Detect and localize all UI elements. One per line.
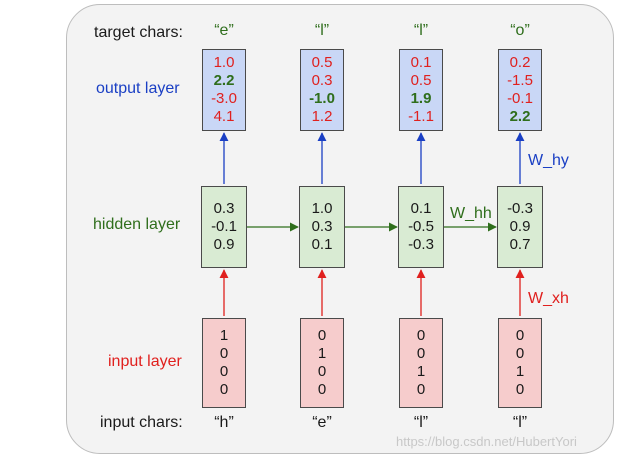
hidden-value: 0.7 [509, 236, 531, 253]
input-char: “l” [413, 414, 429, 431]
hidden-value: 0.1 [311, 236, 333, 253]
input-value: 1 [416, 363, 426, 380]
input-char: “h” [214, 414, 234, 431]
hidden-value: 0.1 [410, 200, 432, 217]
input-value: 0 [219, 381, 229, 398]
target-chars-label: target chars: [94, 24, 183, 41]
input-char: “l” [512, 414, 528, 431]
input-value: 0 [317, 363, 327, 380]
input-value: 1 [515, 363, 525, 380]
hidden-value: 0.3 [311, 218, 333, 235]
output-value: -1.5 [507, 72, 533, 89]
w-hh-label: W_hh [450, 205, 492, 222]
input-value: 1 [317, 345, 327, 362]
input-char: “e” [312, 414, 332, 431]
output-value: 0.2 [509, 54, 531, 71]
hidden-value: -0.3 [507, 200, 533, 217]
output-value: 0.1 [410, 54, 432, 71]
output-value: -3.0 [211, 90, 237, 107]
input-value: 1 [219, 327, 229, 344]
target-char: “l” [314, 22, 330, 39]
hidden-value: -0.5 [408, 218, 434, 235]
input-value: 0 [219, 363, 229, 380]
output-value: 2.2 [213, 72, 235, 89]
hidden-value: -0.3 [408, 236, 434, 253]
target-char: “l” [413, 22, 429, 39]
input-value: 0 [416, 381, 426, 398]
input-chars-label: input chars: [100, 414, 183, 431]
target-char: “o” [510, 22, 530, 39]
hidden-value: 0.9 [509, 218, 531, 235]
output-value: 4.1 [213, 108, 235, 125]
output-value: 0.5 [311, 54, 333, 71]
input-value: 0 [219, 345, 229, 362]
hidden-value: 0.9 [213, 236, 235, 253]
output-value: 1.0 [213, 54, 235, 71]
output-value: -1.0 [309, 90, 335, 107]
watermark: https://blog.csdn.net/HubertYori [396, 434, 577, 449]
hidden-value: 0.3 [213, 200, 235, 217]
input-value: 0 [515, 327, 525, 344]
input-value: 0 [317, 381, 327, 398]
output-value: 0.3 [311, 72, 333, 89]
w-xh-label: W_xh [528, 290, 569, 307]
input-value: 0 [317, 327, 327, 344]
w-hy-label: W_hy [528, 152, 569, 169]
output-value: -1.1 [408, 108, 434, 125]
output-value: 2.2 [509, 108, 531, 125]
hidden-layer-label: hidden layer [93, 216, 181, 233]
output-layer-label: output layer [96, 80, 180, 97]
input-value: 0 [515, 381, 525, 398]
input-layer-label: input layer [108, 353, 182, 370]
input-value: 0 [515, 345, 525, 362]
output-value: 1.2 [311, 108, 333, 125]
input-value: 0 [416, 327, 426, 344]
hidden-value: -0.1 [211, 218, 237, 235]
output-value: 0.5 [410, 72, 432, 89]
output-value: -0.1 [507, 90, 533, 107]
hidden-box: 0.1-0.5-0.3 [398, 186, 444, 268]
output-value: 1.9 [410, 90, 432, 107]
input-value: 0 [416, 345, 426, 362]
target-char: “e” [214, 22, 234, 39]
hidden-value: 1.0 [311, 200, 333, 217]
